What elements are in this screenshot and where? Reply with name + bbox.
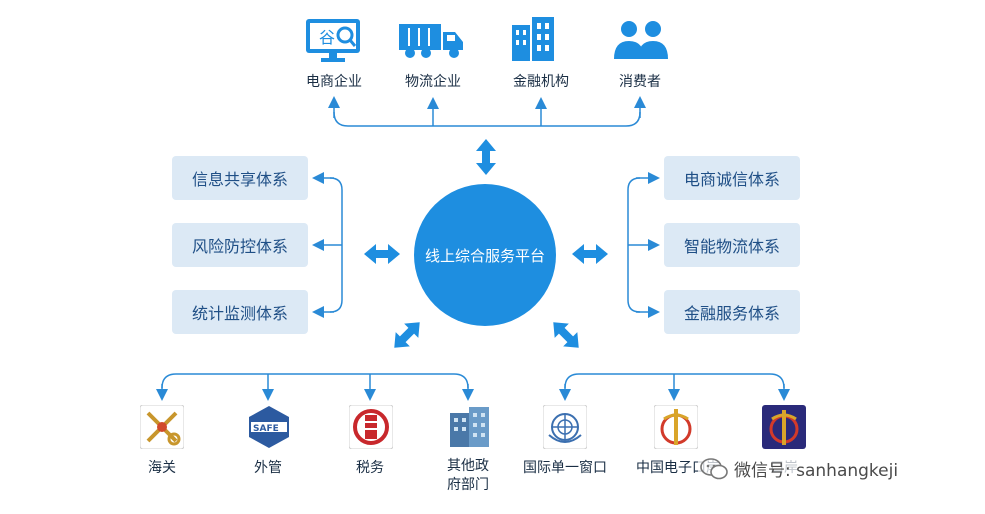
bottom-label-tax: 税务: [356, 460, 384, 476]
watermark-text: 微信号: sanhangkeji: [734, 461, 899, 481]
safe-emblem-icon: SAFE: [249, 406, 289, 448]
people-icon: [614, 21, 668, 59]
bottom-label-other-gov-line1: 其他政: [447, 458, 489, 474]
hub-arrow-top: [476, 139, 496, 175]
bottom-label-customs: 海关: [148, 460, 176, 476]
top-label-ecommerce: 电商企业: [306, 74, 362, 90]
port-emblem-icon: [762, 405, 806, 449]
right-system-finance: 金融服务体系: [664, 290, 800, 334]
center-platform-label: 线上综合服务平台: [424, 246, 545, 265]
un-emblem-icon: [543, 405, 587, 449]
bottom-label-single-window: 国际单一窗口: [523, 460, 607, 476]
wechat-watermark: 微信号: sanhangkeji: [698, 454, 905, 483]
government-building-icon: [450, 407, 489, 447]
building-icon: [512, 17, 554, 61]
computer-search-icon: 谷: [306, 19, 360, 62]
tax-emblem-icon: [349, 405, 393, 449]
left-system-info-sharing: 信息共享体系: [172, 156, 308, 200]
hub-arrow-bottom-left: [394, 322, 420, 348]
china-eport-emblem-icon: [654, 405, 698, 449]
wechat-icon: [700, 457, 728, 479]
left-system-risk-control: 风险防控体系: [172, 223, 308, 267]
customs-emblem-icon: [140, 405, 184, 449]
right-system-credit: 电商诚信体系: [664, 156, 800, 200]
center-platform-node: 线上综合服务平台: [414, 184, 556, 326]
top-bracket-line: [333, 111, 641, 127]
bottom-left-bracket-line: [161, 373, 469, 389]
bottom-label-other-gov-line2: 府部门: [447, 477, 489, 493]
hub-arrow-right: [572, 244, 608, 264]
truck-icon: [399, 24, 463, 58]
right-system-logistics: 智能物流体系: [664, 223, 800, 267]
svg-text:谷: 谷: [319, 28, 335, 47]
top-label-finance: 金融机构: [513, 74, 569, 90]
left-system-statistics: 统计监测体系: [172, 290, 308, 334]
hub-arrow-left: [364, 244, 400, 264]
bottom-label-other-gov: 其他政 府部门: [438, 457, 498, 495]
top-label-consumer: 消费者: [619, 74, 661, 90]
top-label-logistics: 物流企业: [405, 74, 461, 90]
hub-arrow-bottom-right: [553, 322, 579, 348]
bottom-label-safe: 外管: [254, 460, 282, 476]
svg-text:SAFE: SAFE: [253, 424, 279, 434]
